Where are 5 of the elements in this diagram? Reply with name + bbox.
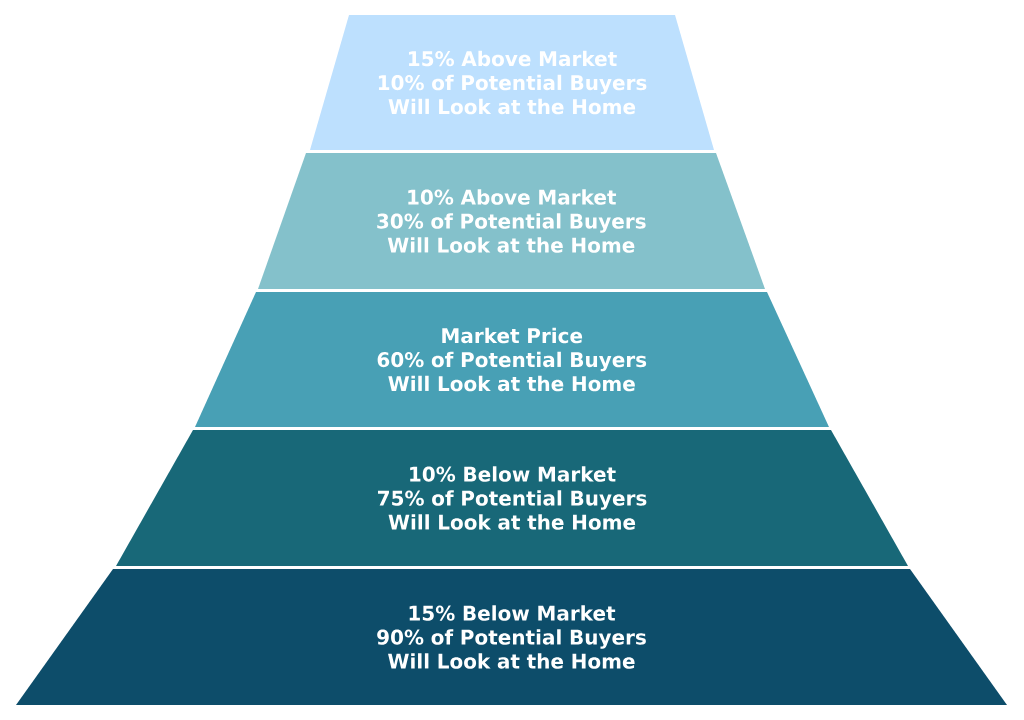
pyramid-band: 10% Below Market 75% of Potential Buyers Will Look at the Home: [116, 430, 908, 566]
pyramid-band: Market Price 60% of Potential Buyers Will Look at the Home: [195, 292, 829, 427]
pyramid-band: 10% Above Market 30% of Potential Buyers Will Look at the Home: [258, 153, 765, 289]
pyramid-band: 15% Below Market 90% of Potential Buyers Will Look at the Home: [16, 569, 1007, 705]
pyramid-band: 15% Above Market 10% of Potential Buyers Will Look at the Home: [310, 15, 714, 150]
